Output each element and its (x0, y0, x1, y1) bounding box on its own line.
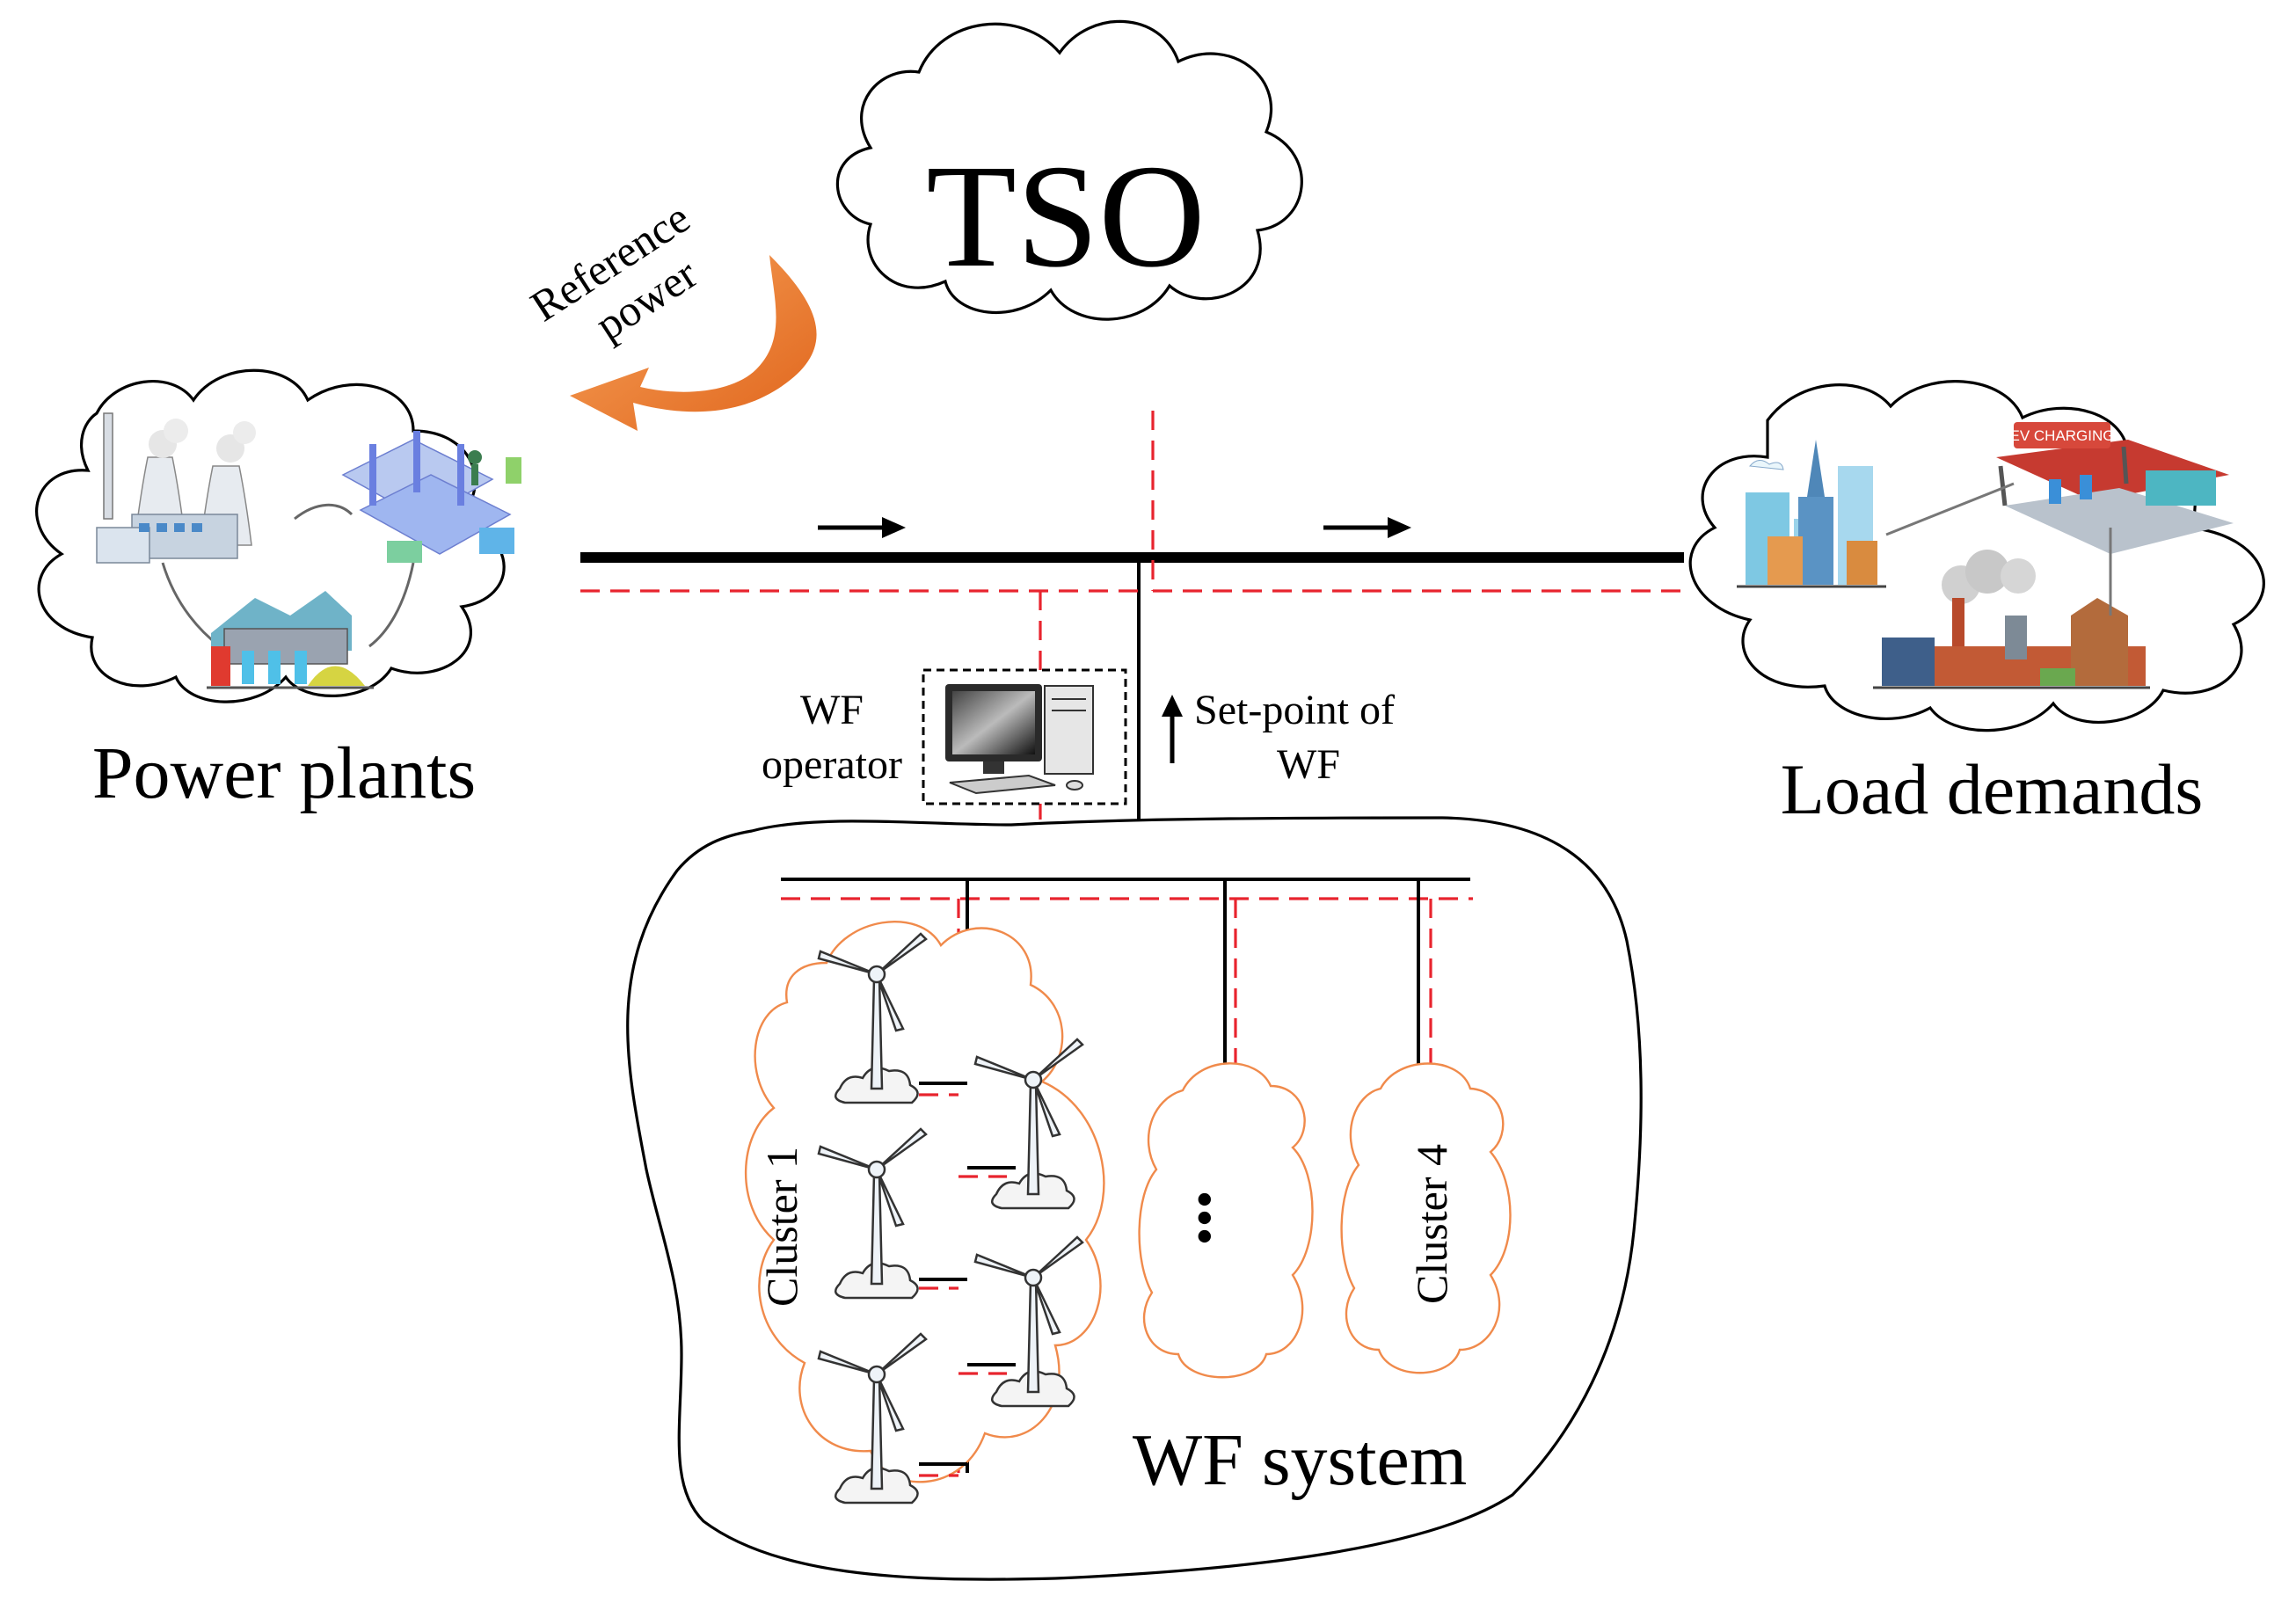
wf-operator-box: WF operator (762, 668, 1127, 805)
flow-arrow-left-head (882, 517, 906, 538)
cluster-1-label: Cluster 1 (757, 1147, 806, 1307)
setpoint-line2: WF (1277, 741, 1340, 788)
setpoint-line1: Set-point of (1194, 687, 1395, 733)
power-plants-cloud: Power plants (35, 368, 521, 814)
load-demands-label: Load demands (1781, 749, 2203, 829)
power-plants-label: Power plants (92, 732, 476, 814)
curved-arrow-icon (570, 255, 817, 431)
cluster-1-outline (744, 921, 1105, 1483)
hydro-plant-icon (207, 591, 374, 689)
wf-operator-line1: WF (800, 687, 864, 733)
cluster-middle-dots: ••• (1176, 1190, 1234, 1245)
cluster-4-outline (1340, 1062, 1512, 1374)
reference-power-text: Reference power (521, 186, 735, 374)
tso-cloud: TSO (835, 19, 1303, 321)
wf-operator-line2: operator (762, 741, 902, 788)
cluster-middle-outline (1138, 1062, 1314, 1379)
city-icon (1737, 440, 1886, 588)
computer-icon (945, 684, 1094, 795)
setpoint-annotation: Set-point of WF (1162, 687, 1395, 788)
flow-arrow-right-head (1388, 517, 1411, 538)
cluster-1: Cluster 1 (744, 921, 1105, 1505)
thermal-plant-icon (96, 412, 256, 564)
tso-label: TSO (926, 135, 1205, 298)
tso-cloud-outline (835, 19, 1303, 321)
solar-grid-icon (341, 431, 521, 563)
cluster-4-label: Cluster 4 (1407, 1144, 1456, 1304)
ev-charging-sign: EV CHARGING (2009, 427, 2114, 444)
factory-icon (1873, 550, 2150, 689)
load-demands-cloud: EV CHARGING Load demands (1688, 380, 2265, 829)
cluster-middle: ••• (1138, 1062, 1314, 1379)
reference-power-arrow: Reference power (521, 186, 817, 431)
cluster-4: Cluster 4 (1340, 1062, 1512, 1374)
wf-system-label: WF system (1133, 1419, 1467, 1501)
ev-charging-icon: EV CHARGING (1996, 422, 2234, 554)
